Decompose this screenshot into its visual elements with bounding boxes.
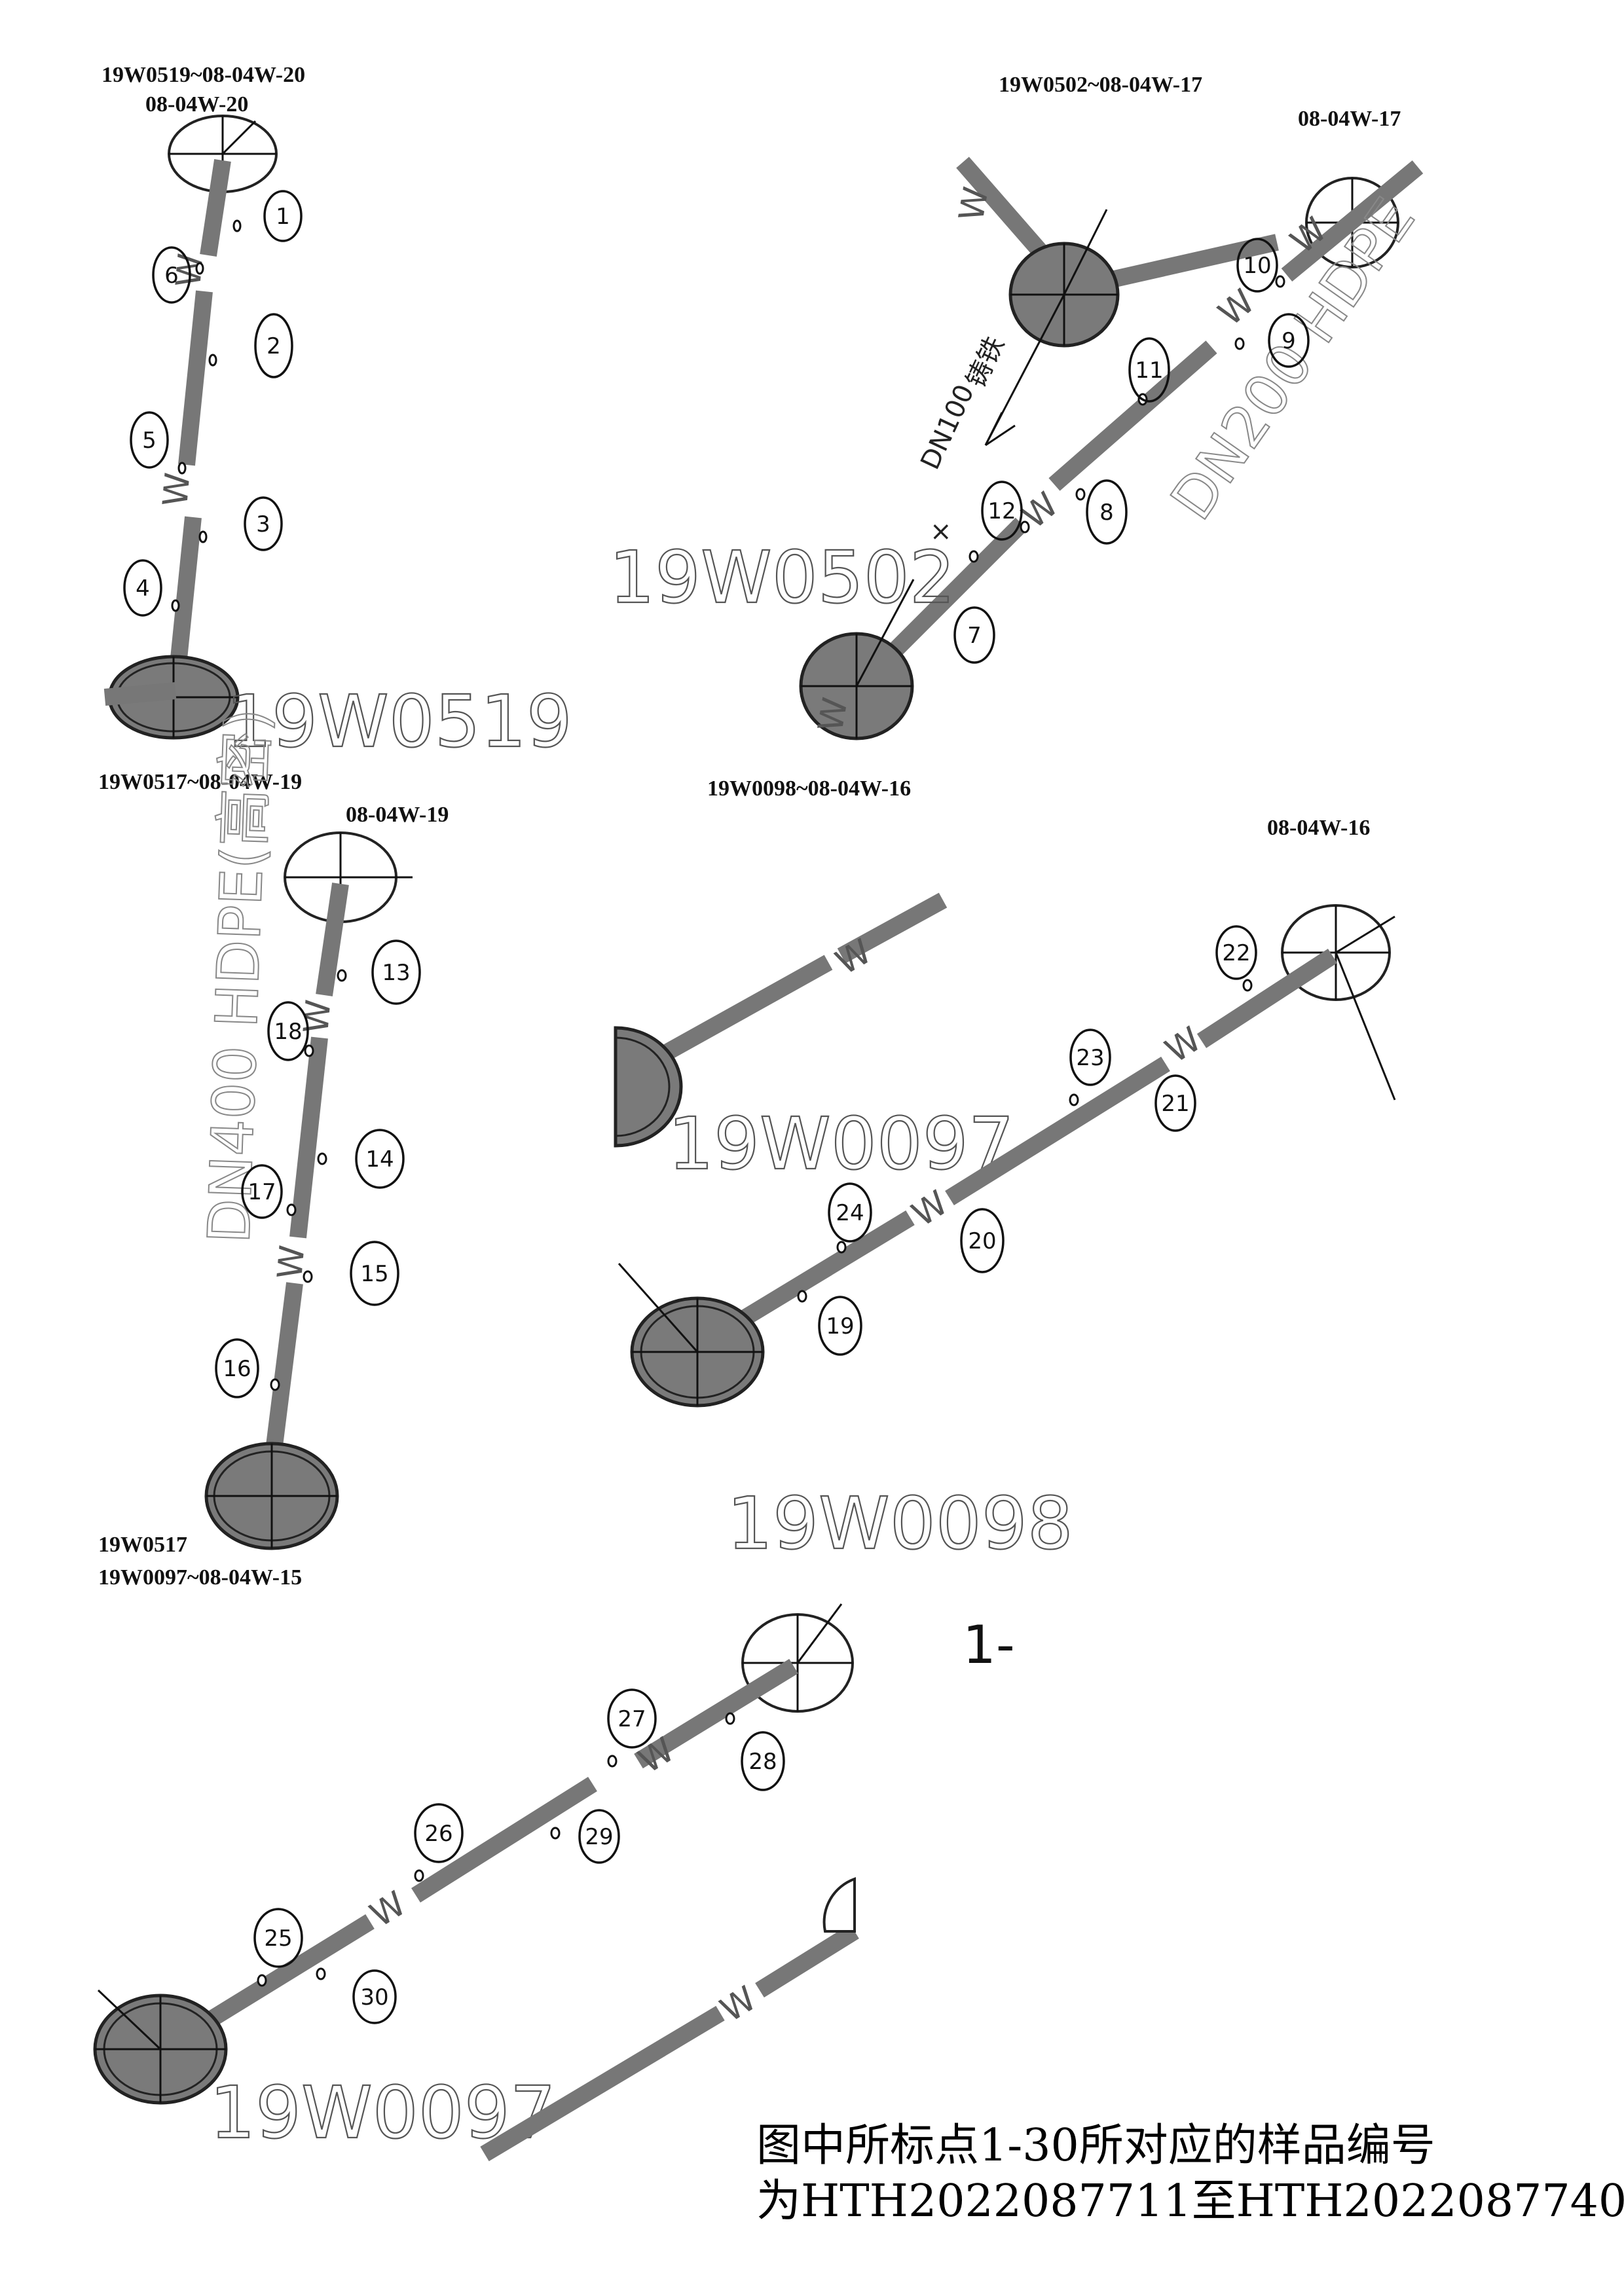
point-label-1: 1 <box>276 204 290 230</box>
panel-19W0098: 08-04W-16 W 19W0097 W W <box>614 816 1396 1675</box>
p1-pipe-outlet <box>103 682 177 706</box>
point-label-21: 21 <box>1161 1091 1189 1117</box>
p1-title-label: 19W0519~08-04W-20 <box>101 63 305 87</box>
manhole-19W0517 <box>204 1442 339 1550</box>
manhole-08-04W-19 <box>284 831 413 923</box>
pipe-w-mark: W <box>714 1979 763 2030</box>
p3-pipe-seg <box>289 1036 328 1239</box>
p3-sample-points <box>270 969 347 1391</box>
p3-bottom-label: 19W0517 <box>98 1533 187 1557</box>
manhole-partial-right <box>822 1877 856 1933</box>
manhole-half-left <box>614 1026 683 1148</box>
point-label-13: 13 <box>382 960 410 986</box>
point-label-15: 15 <box>360 1261 388 1287</box>
point-label-18: 18 <box>274 1019 302 1045</box>
sample-note: 图中所标点1-30所对应的样品编号 为HTH2022087711至HTH2022… <box>756 2120 1624 2227</box>
p2-dn100-label: DN100 <box>915 380 980 475</box>
point-label-7: 7 <box>967 623 982 649</box>
p2-title-label: 19W0502~08-04W-17 <box>999 73 1202 97</box>
p2-top-manhole-label: 08-04W-17 <box>1298 107 1401 131</box>
p1-pipe-seg <box>178 290 213 466</box>
p3-pipe-seg <box>263 1282 303 1468</box>
pipe-w-mark: W <box>297 998 339 1035</box>
pipe-w-mark: W <box>156 471 198 508</box>
p1-pipe-seg <box>200 159 231 257</box>
p1-top-manhole-label: 08-04W-20 <box>145 92 248 117</box>
p4-point-labels: 22 21 23 20 24 19 <box>818 925 1257 1356</box>
p5-title-label: 19W0097~08-04W-15 <box>98 1565 302 1590</box>
panel-19W0519: 19W0519~08-04W-20 08-04W-20 W W 19W0519 <box>101 63 573 764</box>
p2-x-mark: × <box>930 517 952 547</box>
point-label-5: 5 <box>142 428 157 454</box>
point-label-19: 19 <box>826 1313 854 1339</box>
pipe-w-mark: W <box>1158 1020 1208 1071</box>
p2-big-label: 19W0502 <box>609 536 955 619</box>
p1-sample-points <box>171 219 242 612</box>
p4-big-label: 19W0097 <box>668 1102 1014 1186</box>
p4-pipe-seg <box>837 892 948 964</box>
p5-pipe-seg <box>755 1923 859 1998</box>
p4-sample-points <box>797 979 1253 1303</box>
p5-big-top-label: 19W0098 <box>727 1482 1073 1565</box>
note-line-1: 图中所标点1-30所对应的样品编号 <box>756 2120 1435 2172</box>
p2-point-labels: 9 10 11 8 12 7 <box>953 238 1310 664</box>
point-label-17: 17 <box>248 1179 276 1205</box>
p1-big-label: 19W0519 <box>226 680 572 763</box>
p2-pipe-seg <box>1048 340 1217 491</box>
point-label-11: 11 <box>1135 357 1163 384</box>
point-label-25: 25 <box>264 1925 292 1952</box>
panel-19W0502: 19W0502~08-04W-17 08-04W-17 W DN100 铸铁 ×… <box>608 73 1428 801</box>
manhole-08-04W-20 <box>168 115 278 193</box>
point-label-20: 20 <box>968 1228 996 1254</box>
p1-point-labels: 1 2 3 4 5 6 <box>123 190 303 617</box>
point-label-14: 14 <box>365 1146 394 1173</box>
point-label-30: 30 <box>360 1984 388 2011</box>
point-label-23: 23 <box>1076 1045 1104 1071</box>
p4-pipe-seg <box>1196 949 1338 1048</box>
p3-top-manhole-label: 08-04W-19 <box>346 803 449 827</box>
p3-title-label: 19W0517~08-04W-19 <box>98 770 302 794</box>
p2-pipe-seg <box>1281 160 1424 282</box>
p3-point-labels: 13 14 15 16 17 18 <box>215 939 421 1398</box>
point-label-27: 27 <box>618 1706 646 1732</box>
point-label-3: 3 <box>256 511 270 538</box>
point-label-2: 2 <box>267 333 281 359</box>
p5-handwritten-mark: 1- <box>963 1614 1015 1675</box>
point-label-24: 24 <box>836 1200 864 1226</box>
point-label-16: 16 <box>223 1356 251 1382</box>
point-label-9: 9 <box>1282 328 1296 354</box>
p4-pipe-seg <box>945 1056 1170 1206</box>
p2-bottom-label: 19W0098~08-04W-16 <box>707 776 911 801</box>
p5-sample-points <box>257 1712 735 1987</box>
point-label-22: 22 <box>1222 940 1250 966</box>
point-label-8: 8 <box>1099 500 1114 526</box>
point-label-6: 6 <box>164 263 179 289</box>
p5-pipe-seg <box>411 1776 597 1903</box>
p2-dn100-material: 铸铁 <box>961 332 1010 392</box>
p5-point-labels: 27 28 29 26 25 30 <box>253 1688 785 2024</box>
point-label-28: 28 <box>748 1749 777 1775</box>
point-label-4: 4 <box>136 575 150 602</box>
panel-19W0517: 19W0517~08-04W-19 08-04W-19 DN400 HDPE(高… <box>98 707 449 1590</box>
point-label-29: 29 <box>585 1824 613 1850</box>
p4-top-manhole-label: 08-04W-16 <box>1267 816 1370 840</box>
pipe-w-mark: W <box>952 184 997 224</box>
point-label-10: 10 <box>1243 253 1271 279</box>
pipe-w-mark: W <box>811 695 856 735</box>
pipe-w-mark: W <box>1211 282 1263 334</box>
note-line-2: 为HTH2022087711至HTH2022087740 <box>756 2176 1624 2227</box>
point-label-12: 12 <box>987 498 1016 524</box>
panel-19W0097: W W 19W0097 W 27 28 29 26 25 30 <box>93 1603 859 2162</box>
p5-pipe-seg <box>480 2005 725 2162</box>
p5-pipe-seg <box>634 1658 798 1769</box>
point-label-26: 26 <box>424 1821 452 1847</box>
p3-pipe-seg <box>316 883 349 996</box>
